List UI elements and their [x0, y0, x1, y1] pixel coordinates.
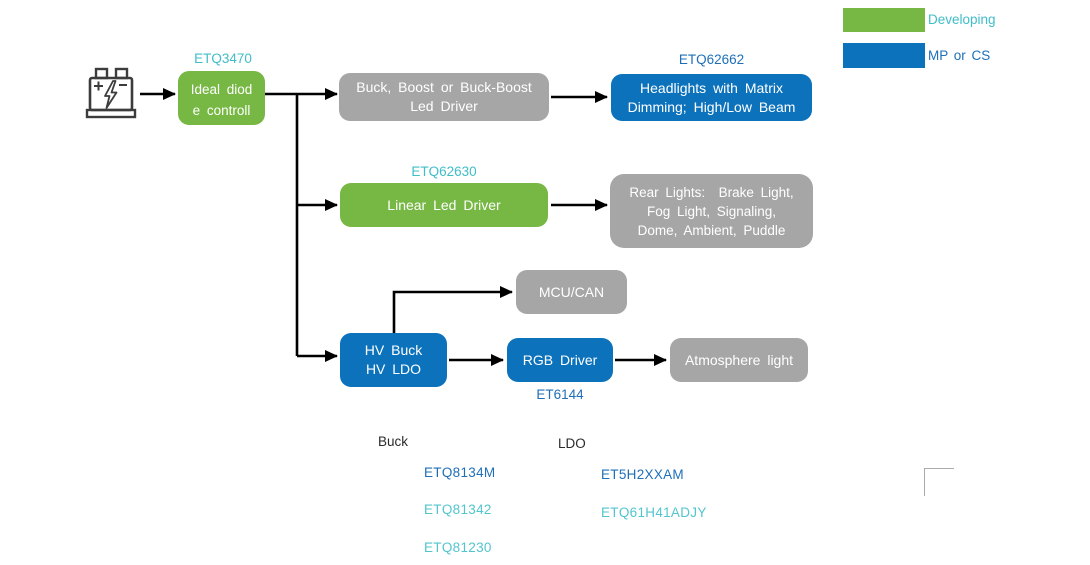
node-line: Buck, Boost or Buck-Boost — [356, 79, 532, 95]
chip-label-etq3470: ETQ3470 — [194, 51, 252, 66]
node-line: MCU/CAN — [538, 283, 605, 300]
legend-swatch-mp-or-cs — [843, 43, 925, 68]
chip-label-etq62662: ETQ62662 — [678, 52, 745, 67]
list-title-buck: Buck — [378, 434, 409, 449]
node-rear-lights: Rear Lights: Brake Light, Fog Light, Sig… — [610, 174, 813, 248]
node-line: HV Buck — [364, 342, 423, 358]
node-line: RGB Driver — [522, 351, 598, 368]
node-line: e controll — [192, 103, 251, 118]
corner-bracket-mark — [924, 468, 954, 496]
node-line: Headlights with Matrix — [640, 79, 783, 96]
node-line: Dome, Ambient, Puddle — [637, 222, 786, 238]
node-mcu-can: MCU/CAN — [516, 270, 627, 314]
part-item-et5h2xxam: ET5H2XXAM — [601, 467, 684, 482]
node-atmosphere-light: Atmosphere light — [670, 338, 808, 382]
arrow-hv-buck-to-mcu-can — [392, 286, 513, 333]
node-line: Rear Lights: Brake Light, — [629, 184, 794, 200]
legend-label-mp-or-cs: MP or CS — [928, 48, 991, 63]
list-title-ldo: LDO — [558, 436, 586, 451]
node-line: Led Driver — [410, 98, 478, 114]
node-line: Fog Light, Signaling, — [646, 203, 777, 219]
part-item-etq61h41adjy: ETQ61H41ADJY — [601, 505, 707, 520]
node-line: Atmosphere light — [684, 351, 794, 368]
legend-swatch-developing — [843, 8, 925, 32]
chip-label-et6144: ET6144 — [536, 387, 584, 402]
node-buck-boost-led-driver: Buck, Boost or Buck-Boost Led Driver — [339, 73, 549, 121]
part-item-etq81230: ETQ81230 — [424, 540, 492, 555]
node-line: HV LDO — [365, 361, 422, 377]
legend-label-developing: Developing — [928, 12, 996, 27]
chip-label-etq62630: ETQ62630 — [411, 164, 477, 179]
part-item-etq81342: ETQ81342 — [424, 502, 492, 517]
part-item-etq8134m: ETQ8134M — [424, 465, 496, 480]
node-hv-buck-hv-ldo: HV Buck HV LDO — [340, 333, 447, 387]
node-linear-led-driver: Linear Led Driver — [340, 183, 548, 227]
car-battery-icon — [85, 67, 137, 119]
node-headlights-matrix-dimming: Headlights with Matrix Dimming; High/Low… — [611, 74, 812, 121]
node-line: Linear Led Driver — [387, 196, 501, 213]
node-line: Dimming; High/Low Beam — [627, 98, 796, 115]
node-rgb-driver: RGB Driver — [507, 338, 613, 382]
node-line: Ideal diod — [190, 82, 253, 97]
node-ideal-diode-controller: Ideal diod e controll — [178, 71, 265, 125]
